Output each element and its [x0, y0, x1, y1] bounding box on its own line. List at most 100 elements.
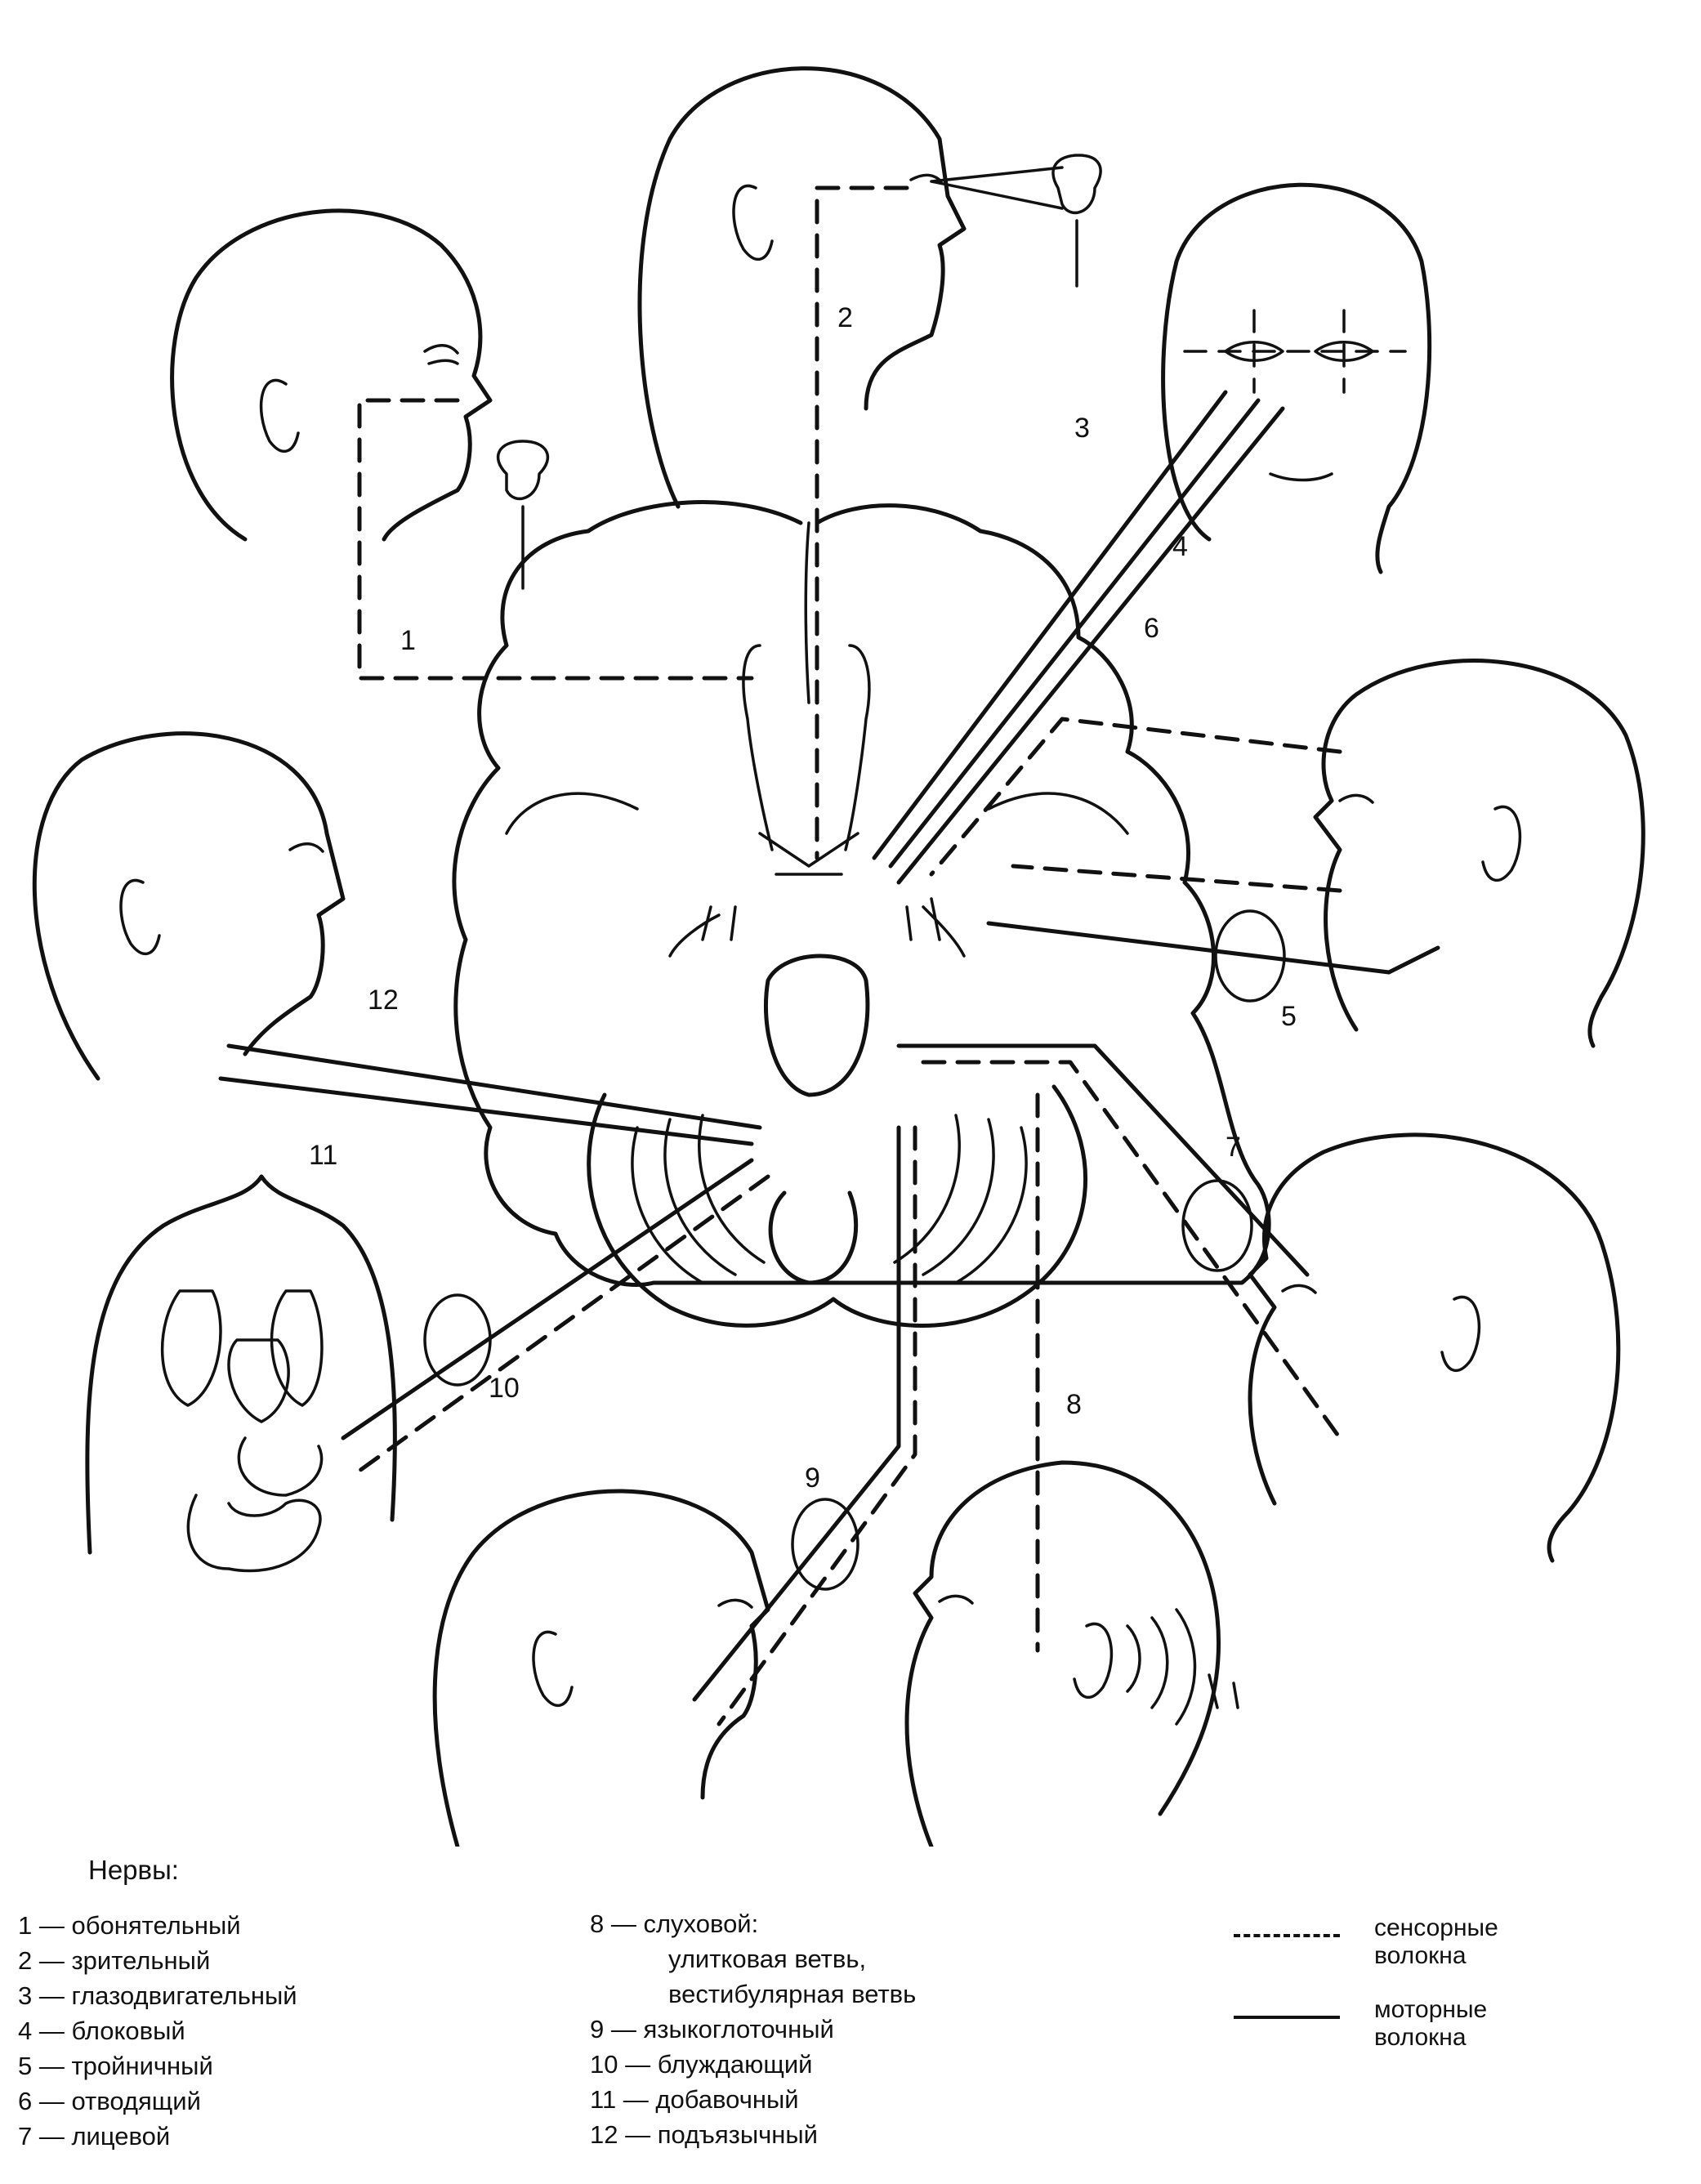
olfactory-bulb-left: [742, 644, 774, 851]
legend-key-motor: моторные волокна: [1234, 1996, 1659, 2061]
lungs-icon: [160, 1289, 324, 1407]
head-hypoglossal: [32, 731, 346, 1081]
ear: [1440, 1295, 1481, 1373]
legend-item: 11 — добавочный: [590, 2085, 799, 2114]
head-auditory: [904, 1460, 1239, 1847]
gaze-arrows: [1183, 309, 1407, 394]
torso-vagus: [85, 1174, 397, 1573]
nerve-10-vagus-motor: [341, 1158, 754, 1440]
label-3: 3: [1074, 413, 1090, 444]
eye: [938, 1594, 974, 1605]
legend-item: 3 — глазодвигательный: [18, 1981, 297, 2010]
legend-item: 9 — языкоглоточный: [590, 2015, 834, 2043]
ear: [732, 184, 774, 261]
label-7: 7: [1226, 1132, 1241, 1163]
legend-key-text: волокна: [1374, 2024, 1467, 2051]
nerve-3-oculomotor: [872, 390, 1228, 860]
legend-item: 1 — обонятельный: [18, 1911, 241, 1940]
label-2: 2: [837, 302, 853, 333]
legend-item: 7 — лицевой: [18, 2122, 171, 2151]
legend-item: 2 — зрительный: [18, 1946, 211, 1975]
legend-item: 10 — блуждающий: [590, 2050, 813, 2079]
nerve-9-glossopharyngeal-motor: [692, 1125, 901, 1702]
legend-item: 6 — отводящий: [18, 2087, 201, 2115]
eye: [1281, 1284, 1317, 1294]
gaze-lines: [930, 166, 1064, 210]
legend-item: 8 — слуховой:: [590, 1909, 759, 1938]
legend-key-text: моторные: [1374, 1996, 1488, 2023]
ganglion-7: [1181, 1179, 1253, 1272]
ear: [1481, 805, 1522, 882]
nerve-10-vagus-sensory: [357, 1174, 770, 1473]
sound-waves-icon: [1126, 1608, 1239, 1726]
frontal-lobe-right: [987, 792, 1129, 835]
label-6: 6: [1144, 613, 1159, 644]
rose-flower-icon: [1051, 154, 1102, 288]
ear: [1073, 1622, 1114, 1699]
eye: [717, 1598, 753, 1609]
nerve-12-hypoglossal: [226, 1043, 762, 1130]
cerebellum: [587, 1084, 1088, 1328]
nerve-labels: 1 2 3 4 5 6 7 8 9 10 11 12: [309, 302, 1297, 1494]
heart-icon: [227, 1338, 290, 1423]
label-4: 4: [1172, 531, 1188, 562]
intestines-icon: [186, 1494, 322, 1573]
head-oculomotor: [1161, 182, 1432, 574]
nerve-7-facial-sensory: [921, 1060, 1342, 1440]
rose-flower-icon: [496, 440, 550, 590]
label-5: 5: [1281, 1001, 1297, 1032]
eye-left: [1224, 341, 1284, 362]
brain-base: [452, 500, 1271, 1328]
head-optic: [637, 66, 1102, 509]
head-facial: [1248, 1132, 1621, 1563]
legend-column-1: 1 — обонятельный 2 — зрительный 3 — глаз…: [18, 1908, 297, 2154]
legend-key-sensory: сенсорные волокна: [1234, 1914, 1659, 1980]
nerve-5-trigeminal-motor: [986, 921, 1440, 975]
nerve-9-glossopharyngeal-sensory: [717, 1125, 917, 1726]
legend-column-2: 8 — слуховой: улитковая ветвь, вестибуля…: [590, 1906, 916, 2152]
legend-item: 12 — подъязычный: [590, 2120, 818, 2149]
legend-key-label: сенсорные волокна: [1374, 1914, 1498, 1970]
head-olfactory: [170, 208, 550, 590]
cranial-nerves-diagram: 1 2 3 4 5 6 7 8 9 10 11 12: [32, 66, 1645, 1847]
ear: [259, 378, 300, 453]
label-8: 8: [1066, 1389, 1082, 1420]
legend-key-label: моторные волокна: [1374, 1996, 1487, 2052]
ear: [532, 1630, 574, 1708]
ganglion-9: [791, 1498, 859, 1591]
head-trigeminal: [1313, 659, 1645, 1048]
nerve-1-olfactory: [357, 398, 754, 681]
nerve-11-accessory: [218, 1076, 754, 1146]
eye: [1338, 793, 1374, 804]
nerve-pathways: [218, 185, 1440, 1726]
brain-outline: [452, 500, 1271, 1287]
nerve-7-facial-motor: [896, 1043, 1310, 1277]
label-10: 10: [489, 1373, 520, 1404]
nerve-6-abducens: [896, 406, 1285, 885]
medulla: [768, 1190, 859, 1285]
legend-item: 5 — тройничный: [18, 2052, 213, 2080]
label-12: 12: [368, 985, 399, 1016]
legend-subitem: вестибулярная ветвь: [668, 1980, 917, 2008]
ganglion-10: [423, 1293, 492, 1387]
legend-key-text: волокна: [1374, 1942, 1467, 1969]
nerve-2-optic: [815, 185, 909, 860]
olfactory-bulb-right: [844, 644, 871, 851]
optic-chiasm: [758, 832, 859, 876]
legend-item: 4 — блоковый: [18, 2017, 185, 2045]
vessel-left: [668, 905, 737, 958]
vessel-right: [905, 897, 966, 958]
cerebellum-folia: [631, 1114, 1028, 1284]
brainstem: [764, 954, 870, 1097]
label-9: 9: [805, 1463, 820, 1494]
label-11: 11: [309, 1140, 337, 1171]
ear: [119, 878, 161, 956]
eye: [423, 344, 459, 365]
eye: [288, 842, 324, 853]
stomach-icon: [237, 1436, 324, 1497]
head-glossopharyngeal: [432, 1489, 770, 1847]
legend: Нервы: 1 — обонятельный 2 — зрительный 3…: [0, 1842, 1701, 2184]
nerve-5-trigeminal-sensory: [929, 717, 1342, 893]
mouth: [1269, 472, 1333, 482]
dashed-line-swatch: [1234, 1934, 1340, 1937]
